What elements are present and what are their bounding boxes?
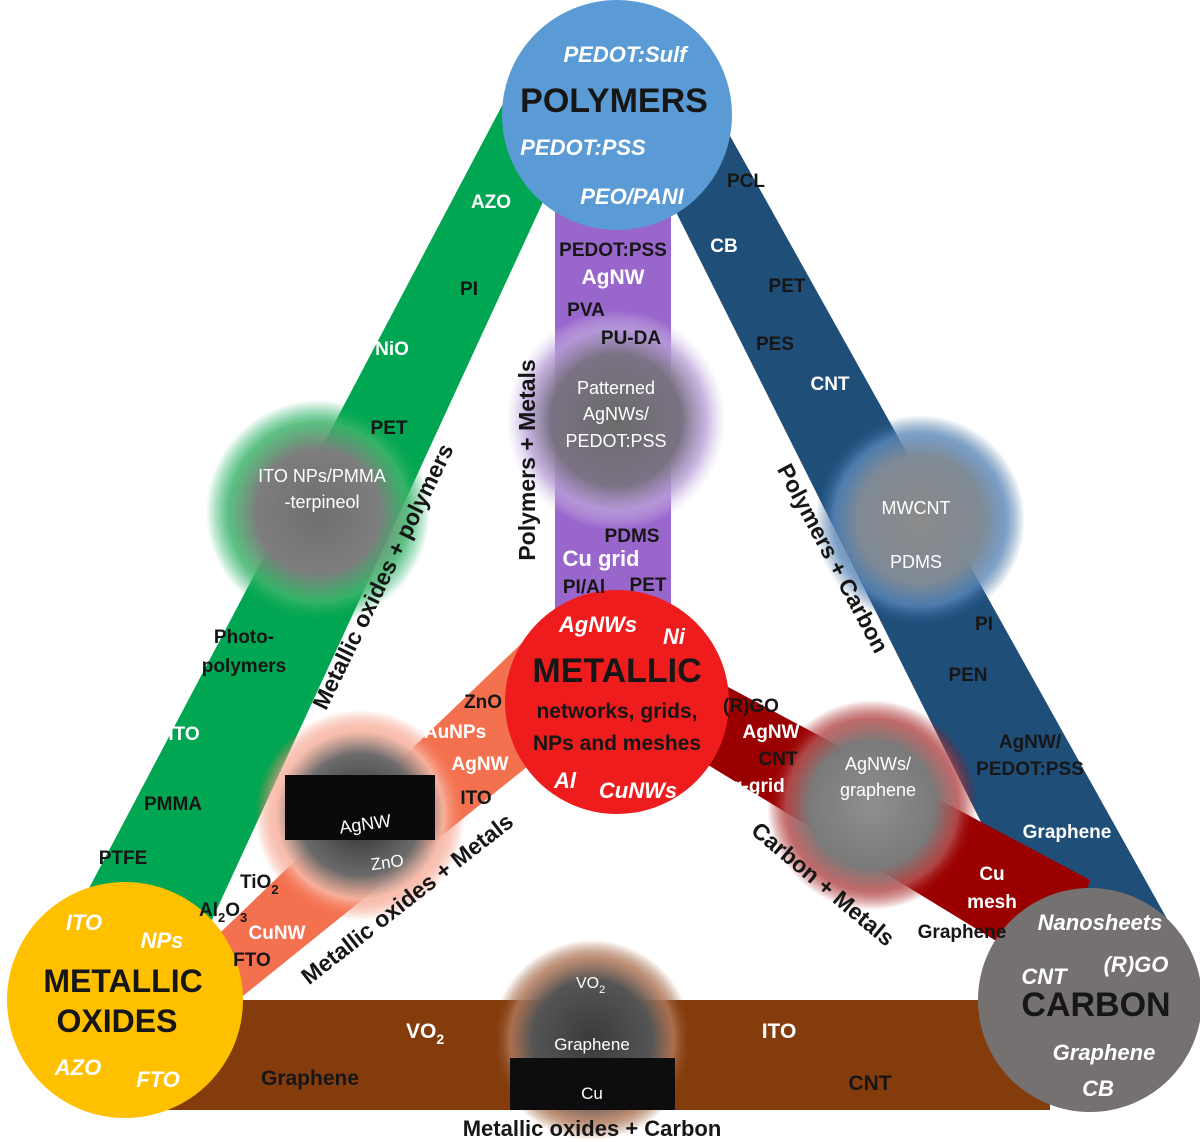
om-material-5: TiO2: [240, 872, 279, 897]
pc-image-caption-1: MWCNT: [882, 498, 951, 518]
om-material-8: FTO: [233, 950, 271, 971]
op-material-4: PET: [371, 418, 408, 439]
pc-image-caption-2: PDMS: [890, 552, 942, 572]
op-material-3: NiO: [375, 339, 409, 360]
carbon-example-5: CB: [1082, 1076, 1114, 1101]
metallic-example-3: Al: [553, 768, 577, 793]
metallic-title: METALLIC: [532, 652, 701, 690]
cm-material-3: CNT: [758, 749, 797, 770]
polymers-example-1: PEDOT:Sulf: [563, 42, 689, 67]
om-material-7: CuNW: [249, 923, 306, 944]
op-image-caption-2: -terpineol: [284, 492, 359, 512]
pm-material-4: PU-DA: [601, 328, 661, 349]
pc-material-10: Graphene: [1023, 822, 1112, 843]
oc-image-caption-1: VO2: [576, 975, 605, 996]
cm-material-7: Graphene: [918, 922, 1007, 943]
cm-image-caption-1: AgNWs/: [845, 754, 911, 774]
pm-image-caption-1: Patterned: [577, 378, 655, 398]
oc-material-4: CNT: [848, 1072, 891, 1095]
op-material-9: PTFE: [99, 848, 148, 869]
micrograph-mwcnt-pdms: [815, 415, 1025, 625]
pm-material-2: AgNW: [582, 266, 645, 289]
metallic-subtitle-1: networks, grids,: [536, 700, 697, 723]
metallic-example-2: Ni: [663, 624, 686, 649]
cm-material-2: AgNW: [743, 722, 800, 743]
oc-material-2: Graphene: [261, 1067, 359, 1090]
op-material-7: ITO: [168, 724, 199, 745]
carbon-example-2: CNT: [1021, 964, 1068, 989]
pc-material-1: PCL: [727, 171, 765, 192]
op-image-caption-1: ITO NPs/PMMA: [258, 466, 386, 486]
hub-polymers: [502, 0, 732, 230]
carbon-title: CARBON: [1021, 986, 1170, 1024]
om-image-caption-2: ZnO: [370, 851, 405, 874]
metallic-subtitle-2: NPs and meshes: [533, 732, 701, 755]
pc-material-5: CNT: [810, 374, 849, 395]
oc-material-1: VO2: [406, 1020, 444, 1047]
pm-material-6: Cu grid: [563, 546, 640, 571]
cm-material-6: mesh: [967, 892, 1017, 913]
micrograph-patterned-agnws: [506, 310, 726, 530]
pm-image-caption-3: PEDOT:PSS: [565, 431, 666, 451]
pc-material-4: PES: [756, 334, 794, 355]
micrograph-agnws-graphene: [767, 700, 977, 910]
cm-material-4: Ag-grid: [717, 776, 785, 797]
om-material-4: ITO: [460, 788, 491, 809]
metallic-example-1: AgNWs: [558, 612, 637, 637]
micrograph-agnw-band: [285, 775, 435, 840]
op-material-1: AZO: [471, 192, 511, 213]
pm-material-3: PVA: [567, 300, 605, 321]
pm-image-caption-2: AgNWs/: [583, 404, 649, 424]
oxides-example-1: ITO: [66, 910, 102, 935]
oxides-example-3: AZO: [54, 1055, 101, 1080]
hub-carbon: [978, 888, 1200, 1112]
om-material-6: Al2O3: [199, 900, 247, 925]
hub-metallic: [505, 590, 729, 814]
oxides-example-4: FTO: [136, 1067, 180, 1092]
cm-image-caption-2: graphene: [840, 780, 916, 800]
carbon-example-1: Nanosheets: [1038, 910, 1163, 935]
op-material-2: PI: [460, 279, 478, 300]
cm-material-1: (R)GO: [723, 696, 779, 717]
om-material-2: AuNPs: [424, 722, 486, 743]
cm-material-5: Cu: [979, 864, 1004, 885]
pc-material-7: PEN: [948, 665, 987, 686]
oc-material-3: ITO: [762, 1020, 797, 1043]
metallic-example-4: CuNWs: [599, 778, 677, 803]
oc-image-caption-2: Graphene: [554, 1035, 630, 1054]
pm-material-5: PDMS: [605, 526, 660, 547]
polymers-title: POLYMERS: [520, 82, 708, 120]
polymers-example-3: PEO/PANI: [580, 184, 684, 209]
pc-material-6: PI: [975, 614, 993, 635]
om-material-1: ZnO: [464, 692, 502, 713]
pc-material-3: PET: [769, 276, 806, 297]
micrograph-cu-layer: [510, 1058, 675, 1110]
carbon-example-3: (R)GO: [1104, 952, 1169, 977]
pc-material-2: CB: [710, 236, 737, 257]
pc-material-8: AgNW/: [999, 732, 1062, 753]
polymers-example-2: PEDOT:PSS: [520, 135, 646, 160]
micrograph-ito-pmma: [206, 400, 430, 624]
hub-metallic-oxides: [7, 882, 243, 1118]
oxides-title-2: OXIDES: [57, 1003, 178, 1039]
oc-band-label: Metallic oxides + Carbon: [463, 1116, 722, 1141]
carbon-example-4: Graphene: [1053, 1040, 1156, 1065]
pm-band-label: Polymers + Metals: [514, 359, 540, 560]
op-material-8: PMMA: [144, 794, 202, 815]
oxides-example-2: NPs: [141, 928, 184, 953]
pm-material-8: PET: [630, 575, 667, 596]
op-material-5: Photo-: [214, 627, 274, 648]
pm-material-7: PI/Al: [563, 577, 605, 598]
op-material-6: polymers: [202, 656, 286, 677]
oc-image-caption-3: Cu: [581, 1084, 603, 1103]
pm-material-1: PEDOT:PSS: [559, 240, 667, 261]
om-material-3: AgNW: [452, 754, 509, 775]
pc-material-9: PEDOT:PSS: [976, 759, 1084, 780]
oxides-title-1: METALLIC: [43, 963, 202, 999]
